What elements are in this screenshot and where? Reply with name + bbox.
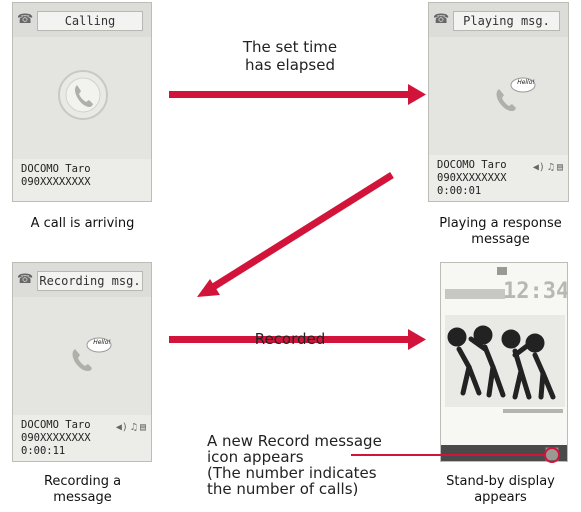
caption-calling: A call is arriving xyxy=(30,216,135,231)
calling-screen: ☎ Calling DOCOMO Taro 090XXXXXXXX xyxy=(12,2,152,202)
status-icons: ◀) ♫ ▤ xyxy=(116,421,146,434)
artwork-credit xyxy=(503,409,563,413)
status-icons: ◀) ♫ ▤ xyxy=(533,161,563,174)
antenna-icon xyxy=(497,267,507,275)
standby-screen: 12:34 xyxy=(440,262,568,462)
elapsed-time: 0:00:01 xyxy=(437,185,482,197)
caller-info: DOCOMO Taro 090XXXXXXXX xyxy=(13,159,151,201)
memo-icon: ▤ xyxy=(139,422,146,433)
record-mode-icon: ♫ xyxy=(547,162,554,173)
memo-icon: ▤ xyxy=(556,162,563,173)
arrow-to-playing xyxy=(169,84,426,105)
caller-number: 090XXXXXXXX xyxy=(21,432,91,444)
softkey-bar xyxy=(441,445,567,461)
caller-name: DOCOMO Taro xyxy=(21,419,91,431)
caller-name: DOCOMO Taro xyxy=(437,159,507,171)
wallpaper-artwork xyxy=(445,315,565,407)
caption-recording: Recording a message xyxy=(43,474,122,505)
caption-playing: Playing a response message xyxy=(439,216,562,247)
playing-screen: ☎ Playing msg. Hello! ◀) ♫ ▤ DOCOMO Taro… xyxy=(428,2,569,202)
caller-name: DOCOMO Taro xyxy=(21,163,91,175)
tel-icon: ☎ xyxy=(433,12,450,27)
screen-header: Recording msg. xyxy=(37,271,143,291)
ringing-phone-icon xyxy=(58,70,108,120)
label-set-time: The set time has elapsed xyxy=(242,38,338,74)
elapsed-time: 0:00:11 xyxy=(21,445,66,457)
tel-icon: ☎ xyxy=(17,272,34,287)
hello-bubble-text: Hello! xyxy=(517,79,535,86)
caller-info: ◀) ♫ ▤ DOCOMO Taro 090XXXXXXXX 0:00:11 xyxy=(13,415,151,461)
arrow-to-standby xyxy=(169,329,426,350)
caption-standby: Stand-by display appears xyxy=(446,474,555,505)
label-recorded: Recorded xyxy=(254,330,326,348)
label-new-icon: A new Record message icon appears (The n… xyxy=(207,432,382,498)
tel-icon: ☎ xyxy=(17,12,34,27)
icon-callout xyxy=(351,447,560,463)
caller-number: 090XXXXXXXX xyxy=(437,172,507,184)
hello-bubble-text: Hello! xyxy=(93,339,111,346)
record-mode-icon: ♫ xyxy=(130,422,137,433)
talking-phone-icon xyxy=(496,77,536,111)
caller-info: ◀) ♫ ▤ DOCOMO Taro 090XXXXXXXX 0:00:01 xyxy=(429,155,568,201)
arrow-to-recording xyxy=(197,172,394,297)
screen-header: Playing msg. xyxy=(453,11,560,31)
talking-phone-icon xyxy=(72,337,112,371)
recording-screen: ☎ Recording msg. Hello! ◀) ♫ ▤ DOCOMO Ta… xyxy=(12,262,152,462)
screen-header: Calling xyxy=(37,11,143,31)
speaker-icon: ◀) xyxy=(115,422,128,433)
clock: 12:34 xyxy=(503,279,568,304)
date-strip xyxy=(445,289,505,299)
speaker-icon: ◀) xyxy=(532,162,545,173)
caller-number: 090XXXXXXXX xyxy=(21,176,91,188)
